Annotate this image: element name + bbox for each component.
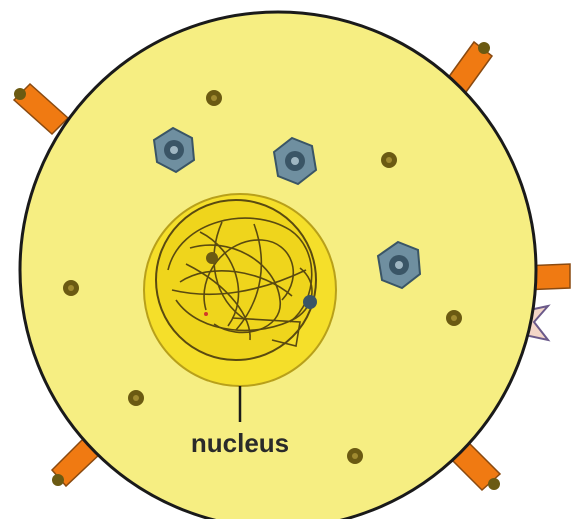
granule-icon bbox=[63, 280, 79, 296]
granule-icon bbox=[446, 310, 462, 326]
granule-icon bbox=[128, 390, 144, 406]
receptor-protrusion-icon bbox=[14, 84, 68, 134]
granule-icon bbox=[381, 152, 397, 168]
granule-icon bbox=[347, 448, 363, 464]
nucleus-label: nucleus bbox=[191, 428, 289, 458]
nucleus bbox=[144, 194, 336, 386]
granule-icon bbox=[206, 90, 222, 106]
